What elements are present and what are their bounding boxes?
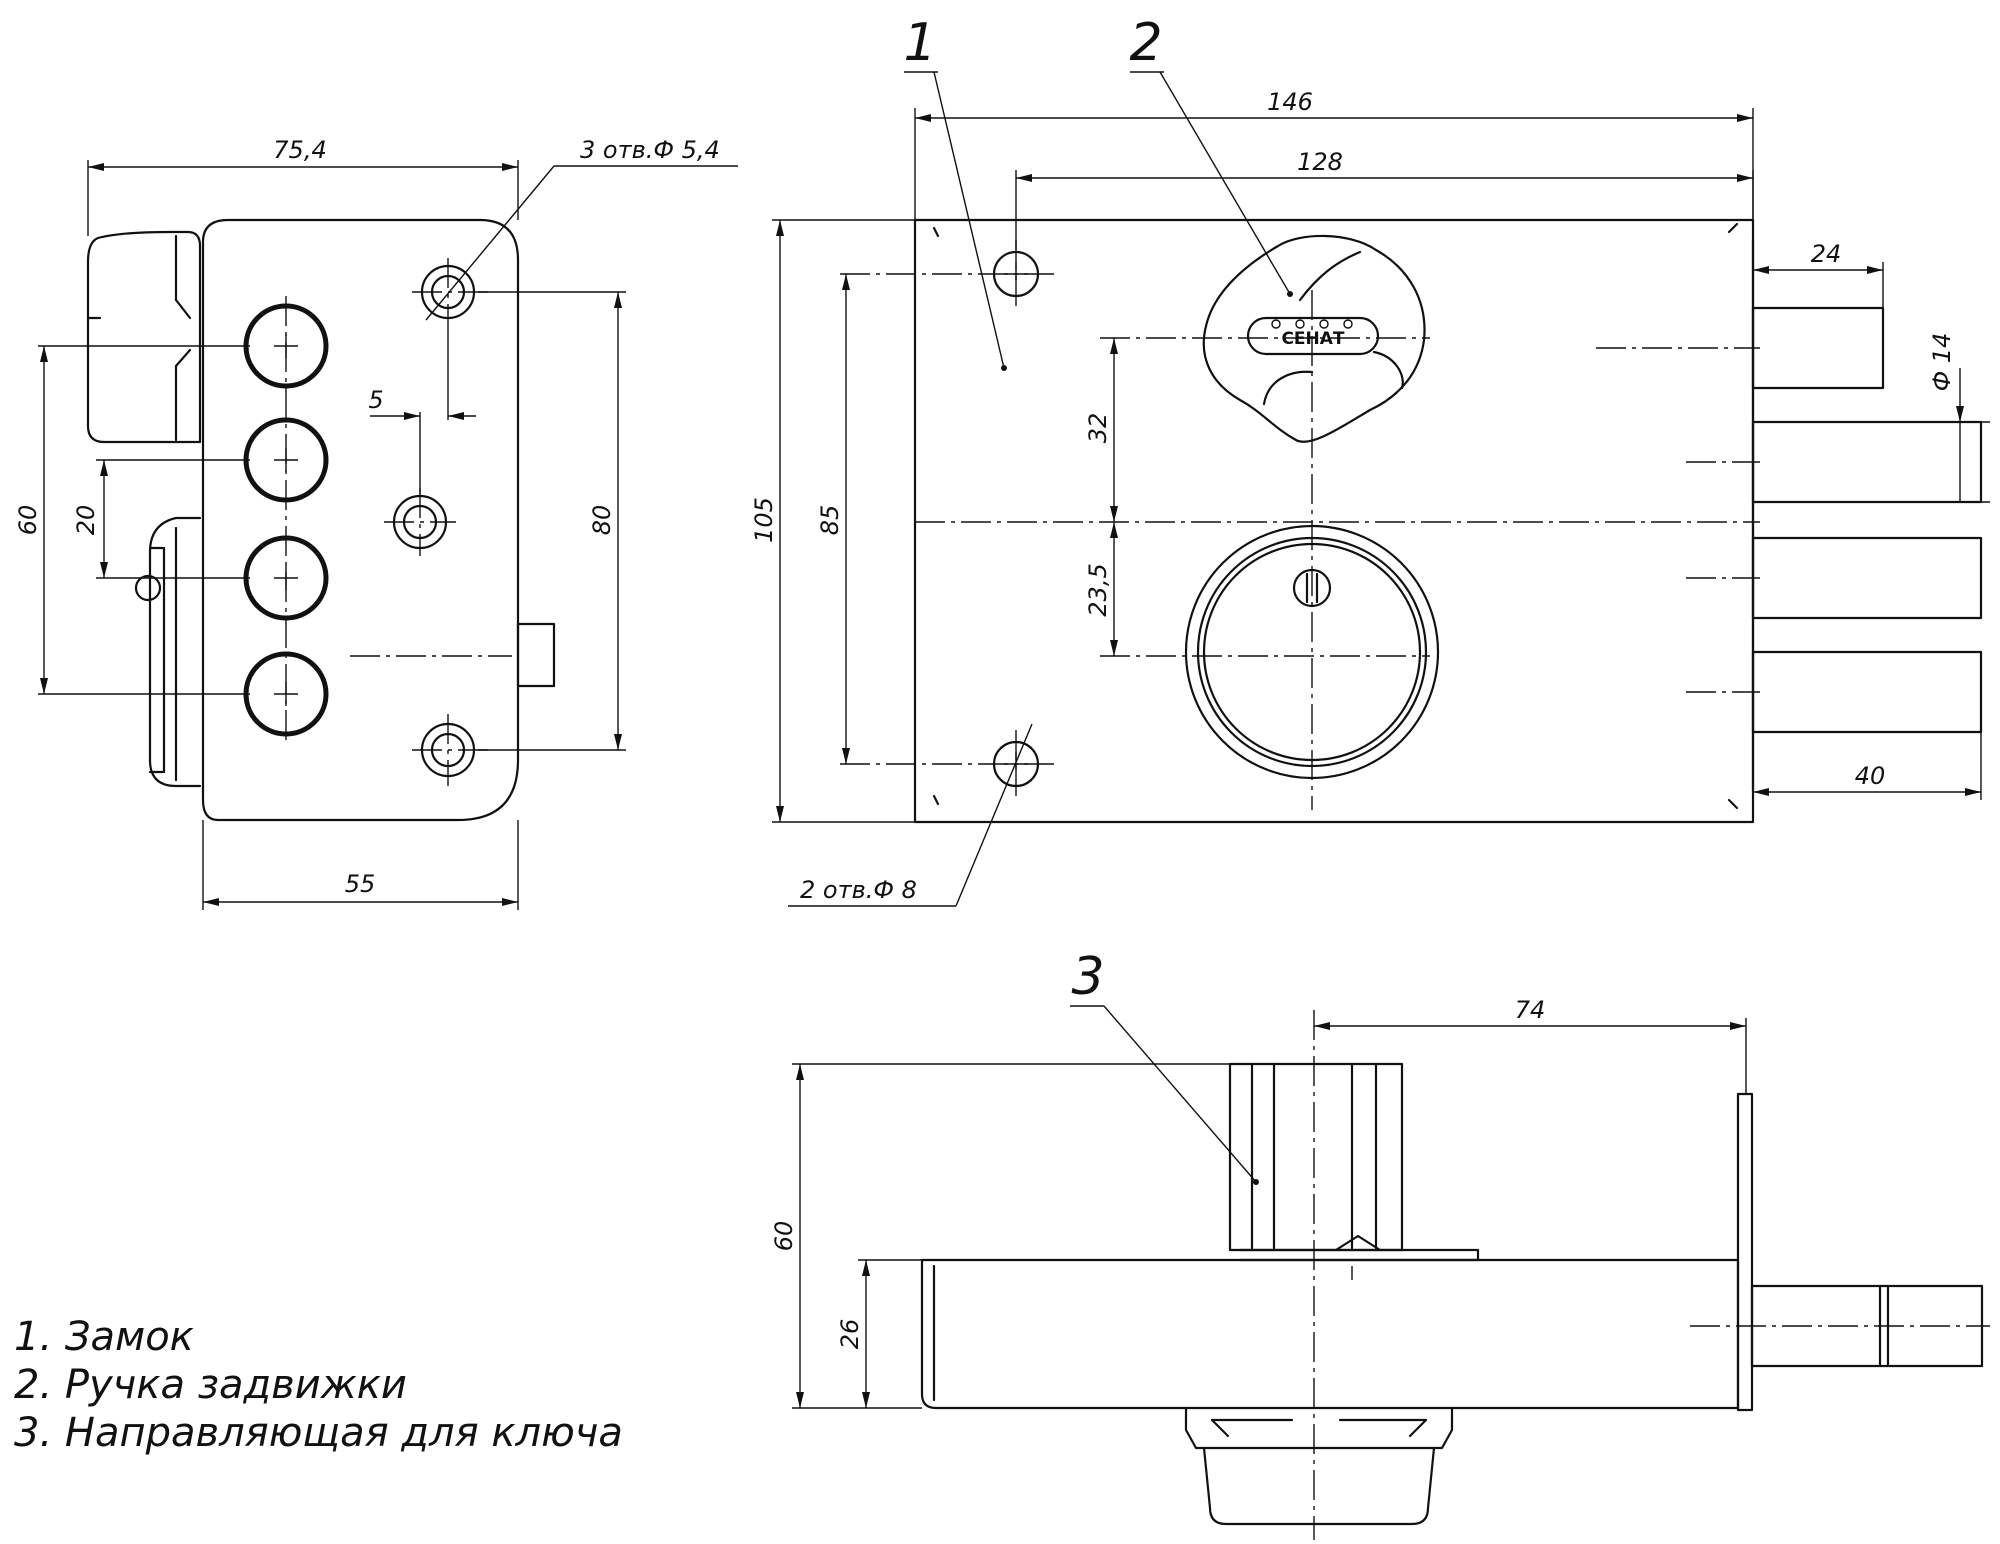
dim-5-label: 5	[368, 386, 383, 414]
callout-2-label: 2	[1129, 13, 1162, 73]
three-holes-label: 3 отв.Ф 5,4	[580, 136, 720, 164]
legend-item-guide: 3. Направляющая для ключа	[14, 1410, 623, 1456]
dim-85: 85	[816, 274, 850, 764]
dim-74: 74	[1314, 996, 1747, 1094]
dim-dia-14: Ф 14	[1928, 333, 1990, 503]
dim-23-5: 23,5	[1084, 522, 1118, 656]
dim-60-side: 60	[14, 345, 250, 695]
callout-3: 3	[1070, 947, 1257, 1183]
two-holes-label: 2 отв.Ф 8	[800, 876, 917, 904]
dim-24-label: 24	[1811, 240, 1842, 268]
legend-item-handle: 2. Ручка задвижки	[14, 1362, 407, 1408]
dim-60-top: 60	[770, 1063, 1230, 1409]
dim-55-label: 55	[345, 870, 376, 898]
dim-40-label: 40	[1855, 762, 1886, 790]
top-view-key-guide	[1228, 1062, 1480, 1262]
dim-105: 105	[750, 219, 915, 823]
dim-146: 146	[914, 88, 1754, 220]
side-view-knob	[86, 230, 202, 444]
dim-75-4: 75,4	[87, 136, 519, 236]
dim-55: 55	[202, 820, 519, 910]
side-view-bolt-stub	[516, 622, 556, 688]
legend-item-lock: 1. Замок	[14, 1314, 194, 1360]
dim-dia-14-label: Ф 14	[1928, 333, 1956, 392]
dim-128: 128	[1015, 148, 1754, 250]
dim-20-label: 20	[72, 505, 100, 536]
front-view-body	[913, 218, 1755, 824]
dim-26-label: 26	[836, 1319, 864, 1350]
dim-24: 24	[1753, 240, 1884, 308]
front-view-cylinder	[1184, 290, 1440, 810]
dim-105-label: 105	[750, 497, 778, 543]
brand-label: СЕНАТ	[1281, 329, 1344, 349]
callout-1-label: 1	[903, 13, 936, 73]
top-view-cylinder	[1184, 1406, 1454, 1526]
dim-128-label: 128	[1297, 148, 1343, 176]
dim-23-5-label: 23,5	[1084, 563, 1112, 616]
leader-two-holes: 2 отв.Ф 8	[788, 723, 1033, 907]
side-view-mounting-holes	[350, 258, 512, 786]
dim-32-label: 32	[1084, 413, 1112, 444]
dim-146-label: 146	[1267, 88, 1313, 116]
top-view: 3 74 60 26	[770, 947, 1990, 1540]
dim-5: 5	[368, 330, 476, 494]
legend: 1. Замок 2. Ручка задвижки 3. Направляющ…	[14, 1314, 623, 1456]
side-view: 75,4 3 отв.Ф 5,4 60 20 5	[14, 136, 738, 910]
front-view-mounting-holes	[840, 240, 1060, 796]
dim-20: 20	[72, 459, 250, 579]
top-view-plate	[1736, 1092, 1754, 1412]
dim-60-side-label: 60	[14, 505, 42, 536]
side-view-cylinder	[134, 516, 202, 788]
dim-80-label: 80	[588, 505, 616, 536]
front-view: СЕНАТ	[750, 13, 1990, 907]
leader-three-holes: 3 отв.Ф 5,4	[425, 136, 738, 321]
callout-2: 2	[1129, 13, 1291, 295]
side-view-body	[201, 218, 520, 822]
top-view-bolt	[1690, 1284, 1990, 1368]
front-view-handle: СЕНАТ	[1202, 234, 1426, 443]
front-view-bolts	[1596, 238, 1983, 792]
dim-85-label: 85	[816, 505, 844, 536]
dim-40: 40	[1753, 732, 1982, 800]
dim-26: 26	[836, 1259, 922, 1408]
callout-3-label: 3	[1071, 947, 1104, 1007]
dim-75-4-label: 75,4	[273, 136, 326, 164]
dim-74-label: 74	[1515, 996, 1546, 1024]
dim-80: 80	[478, 291, 626, 751]
dim-32: 32	[1084, 338, 1118, 522]
side-view-bolt-holes	[243, 296, 329, 740]
top-view-body	[920, 1258, 1740, 1410]
callout-1: 1	[903, 13, 1007, 371]
dim-60-top-label: 60	[770, 1221, 798, 1252]
